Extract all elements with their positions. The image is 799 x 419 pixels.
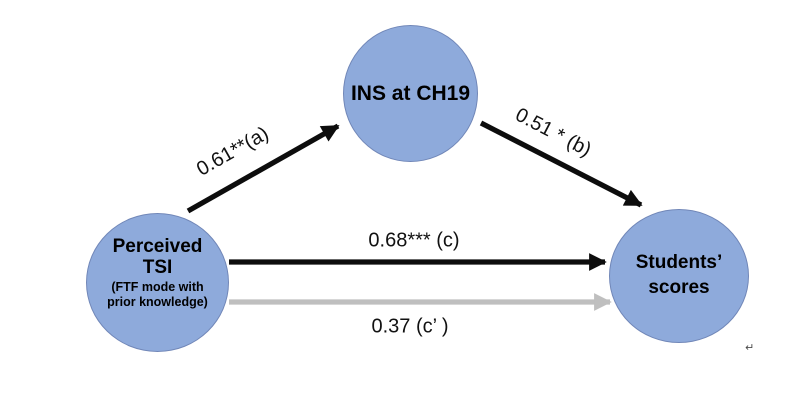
paragraph-return-mark: ↵: [745, 342, 755, 354]
node-outcome: Students’ scores: [609, 209, 749, 343]
node-predictor: Perceived TSI (FTF mode with prior knowl…: [86, 213, 229, 352]
path-a-arrow: [186, 123, 340, 214]
node-predictor-title-line2: TSI: [142, 257, 173, 279]
node-outcome-label-line1: Students’: [635, 252, 723, 274]
node-mediator-label: INS at CH19: [350, 81, 471, 105]
path-c-coefficient-label: 0.68*** (c): [368, 229, 460, 252]
path-c-prime-coefficient-label: 0.37 (c’ ): [371, 315, 449, 338]
node-predictor-subtitle-line2: prior knowledge): [107, 294, 208, 309]
node-predictor-subtitle-line1: (FTF mode with: [111, 279, 204, 294]
node-outcome-label-line2: scores: [648, 277, 710, 298]
node-predictor-title-line1: Perceived: [112, 235, 203, 257]
node-mediator: INS at CH19: [343, 25, 478, 162]
path-b-arrow: [479, 120, 643, 208]
